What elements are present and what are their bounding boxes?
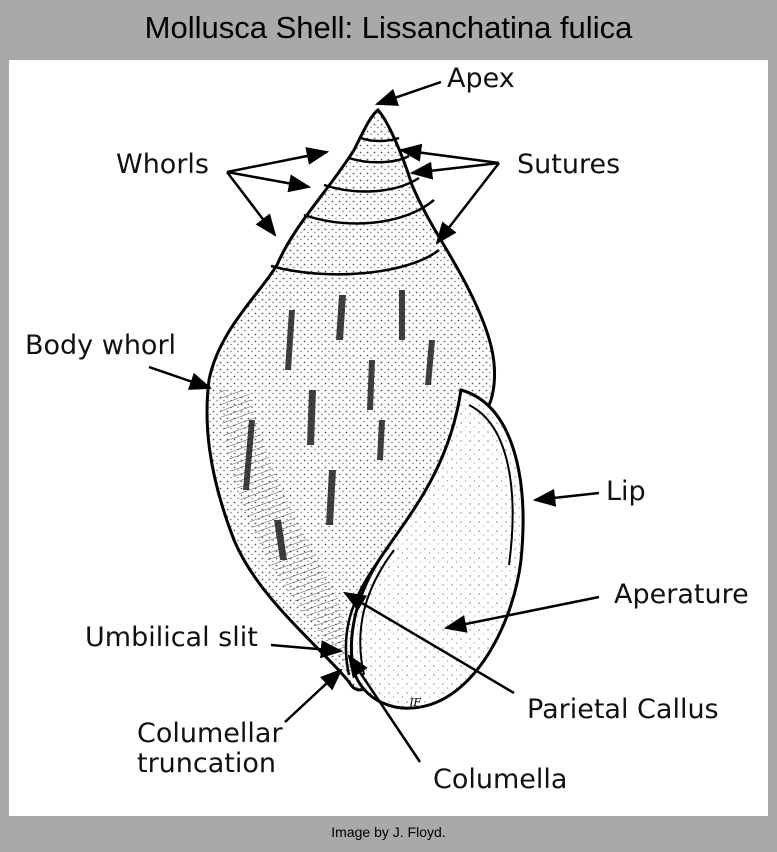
label-umbilical-slit: Umbilical slit [85,622,258,653]
image-credit: Image by J. Floyd. [331,824,446,840]
label-columellar-line2: truncation [137,747,277,779]
shell-illustration: JF [148,80,600,763]
label-columellar-line1: Columellar [137,718,283,749]
illustration-panel: JF Apex Whorls Sutures Body whorl Lip Ap… [9,60,768,816]
label-aperature: Aperature [614,579,749,610]
label-parietal-callus: Parietal Callus [527,694,719,725]
aperture [344,388,525,710]
label-sutures: Sutures [517,149,621,180]
label-columella: Columella [433,764,568,795]
label-body-whorl: Body whorl [25,330,177,361]
label-lip: Lip [606,476,646,507]
diagram-title: Mollusca Shell: Lissanchatina fulica [144,10,633,45]
label-whorls: Whorls [116,149,209,180]
pointer-arrows [148,80,600,763]
label-columellar-truncation: Columellar truncation [137,719,283,778]
artist-signature: JF [407,696,421,709]
label-apex: Apex [447,63,515,94]
shell-streaks [243,290,435,560]
